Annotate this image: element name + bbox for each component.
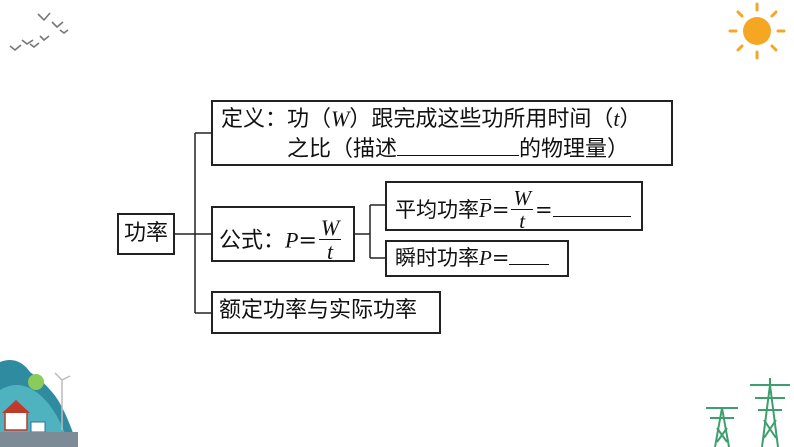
rated-power-box: 额定功率与实际功率	[211, 291, 441, 334]
time-symbol: t	[613, 106, 620, 131]
bird-icon	[59, 29, 69, 34]
definition-node-box: 定义：功（W）跟完成这些功所用时间（t） 之比（描述的物理量）	[211, 100, 673, 166]
bird-icon	[21, 39, 34, 45]
instant-power-box: 瞬时功率P=	[385, 240, 569, 277]
average-power-symbol: P	[479, 196, 492, 224]
power-tower-icon	[706, 378, 790, 447]
root-node-box: 功率	[117, 213, 175, 255]
definition-line-1: 定义：功（W）跟完成这些功所用时间（t）	[221, 106, 642, 132]
bird-icon	[29, 42, 40, 49]
answer-blank	[509, 264, 550, 265]
definition-line-2: 之比（描述的物理量）	[287, 136, 630, 162]
root-node-label: 功率	[123, 221, 168, 246]
answer-blank	[397, 154, 520, 156]
rated-power-label: 额定功率与实际功率	[219, 298, 418, 323]
work-symbol: W	[331, 106, 350, 131]
answer-blank	[552, 216, 631, 218]
average-power-label: 平均功率	[395, 198, 479, 223]
bird-icon	[9, 44, 22, 52]
instant-power-symbol: P	[479, 246, 492, 270]
sun-icon	[728, 2, 786, 60]
bird-icon	[51, 21, 64, 29]
formula-label: 公式：	[219, 228, 286, 254]
fraction-numerator: W	[318, 215, 342, 241]
bird-icon	[39, 35, 50, 42]
landscape-decoration	[0, 359, 78, 447]
fraction-denominator: t	[327, 239, 334, 265]
bird-icon	[37, 12, 51, 22]
instant-power-label: 瞬时功率	[395, 246, 479, 270]
power-symbol: P	[285, 227, 299, 253]
